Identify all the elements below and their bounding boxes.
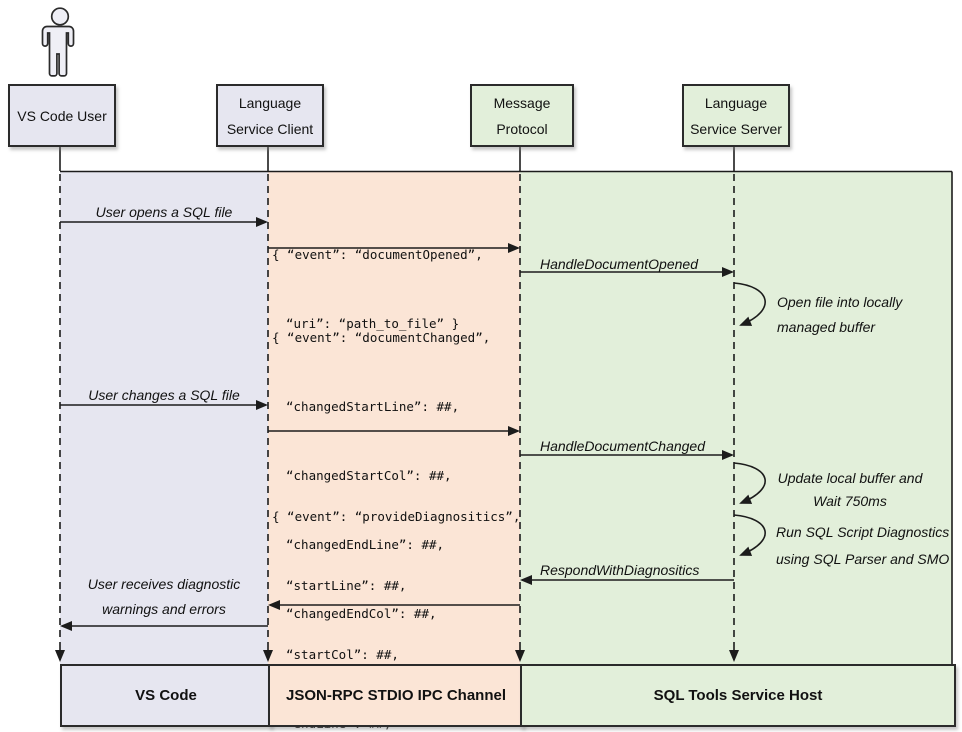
message-handle-doc-opened-label: HandleDocumentOpened	[540, 256, 698, 272]
participant-label: Language	[238, 94, 302, 111]
participant-language-service-server: Language Service Server	[682, 84, 790, 147]
lane-label: VS Code	[135, 686, 197, 704]
message-user-changes-label: User changes a SQL file	[88, 387, 240, 403]
message-user-receives-label: User receives diagnostic warnings and er…	[60, 572, 268, 622]
message-handle-doc-changed-label: HandleDocumentChanged	[540, 438, 705, 454]
selfloop-update-buffer	[733, 462, 766, 504]
participant-label: Service Server	[690, 120, 782, 137]
note-run-diagnostics: Run SQL Script Diagnostics using SQL Par…	[776, 519, 949, 573]
lane-box-vscode: VS Code	[60, 664, 272, 727]
code-line: “startLine”: ##,	[286, 578, 407, 593]
payload-document-changed: { “event”: “documentChanged”, “changedSt…	[272, 280, 512, 732]
participant-label: VS Code User	[17, 107, 107, 124]
lane-label: SQL Tools Service Host	[653, 686, 823, 704]
user-actor-icon	[41, 7, 75, 77]
message-respond-diagnostics-label: RespondWithDiagnositics	[540, 562, 700, 578]
participant-label: Service Client	[226, 120, 314, 137]
code-line: “changedEndLine”: ##,	[286, 537, 445, 552]
note-line: using SQL Parser and SMO	[776, 551, 950, 567]
lane-ipc-channel-band	[268, 172, 520, 664]
note-open-file: Open file into locally managed buffer	[777, 290, 902, 340]
participant-vscode-user: VS Code User	[8, 84, 116, 147]
lane-service-host-band	[520, 172, 952, 664]
participant-language-service-client: Language Service Client	[216, 84, 324, 147]
code-line: { “event”: “provideDiagnositics”,	[272, 509, 521, 524]
lane-vscode-band	[60, 172, 268, 664]
code-line: “changedEndCol”: ##,	[286, 606, 437, 621]
lane-box-ipc-channel: JSON-RPC STDIO IPC Channel	[268, 664, 524, 727]
note-line: Open file into locally	[777, 294, 903, 310]
note-update-buffer: Update local buffer and Wait 750ms	[763, 467, 937, 513]
note-line: managed buffer	[777, 319, 876, 335]
selfloop-run-diagnostics	[733, 514, 766, 556]
participant-label: Message	[493, 94, 551, 111]
participant-message-protocol: Message Protocol	[470, 84, 574, 147]
lane-label: JSON-RPC STDIO IPC Channel	[285, 686, 507, 704]
selfloop-open-file	[733, 282, 766, 326]
note-line: Update local buffer and	[777, 470, 923, 486]
code-line: { “event”: “documentOpened”,	[272, 247, 483, 262]
code-line: “startCol”: ##,	[286, 647, 399, 662]
code-line: “changedStartCol”: ##,	[286, 468, 452, 483]
participant-label: Protocol	[496, 120, 548, 137]
note-line: Wait 750ms	[813, 493, 887, 509]
note-line: warnings and errors	[102, 601, 226, 617]
lane-box-service-host: SQL Tools Service Host	[520, 664, 956, 727]
note-line: User receives diagnostic	[87, 576, 241, 592]
code-line: “uri”: “path_to_file” }	[286, 316, 460, 331]
note-line: Run SQL Script Diagnostics	[776, 524, 950, 540]
participant-label: Language	[704, 94, 768, 111]
payload-document-opened: { “event”: “documentOpened”, “uri”: “pat…	[272, 197, 483, 381]
payload-provide-diagnostics: { “event”: “provideDiagnositics”, “start…	[272, 459, 520, 732]
message-user-opens-label: User opens a SQL file	[95, 204, 233, 220]
code-line: { “event”: “documentChanged”,	[272, 330, 491, 345]
code-line: “changedStartLine”: ##,	[286, 399, 460, 414]
